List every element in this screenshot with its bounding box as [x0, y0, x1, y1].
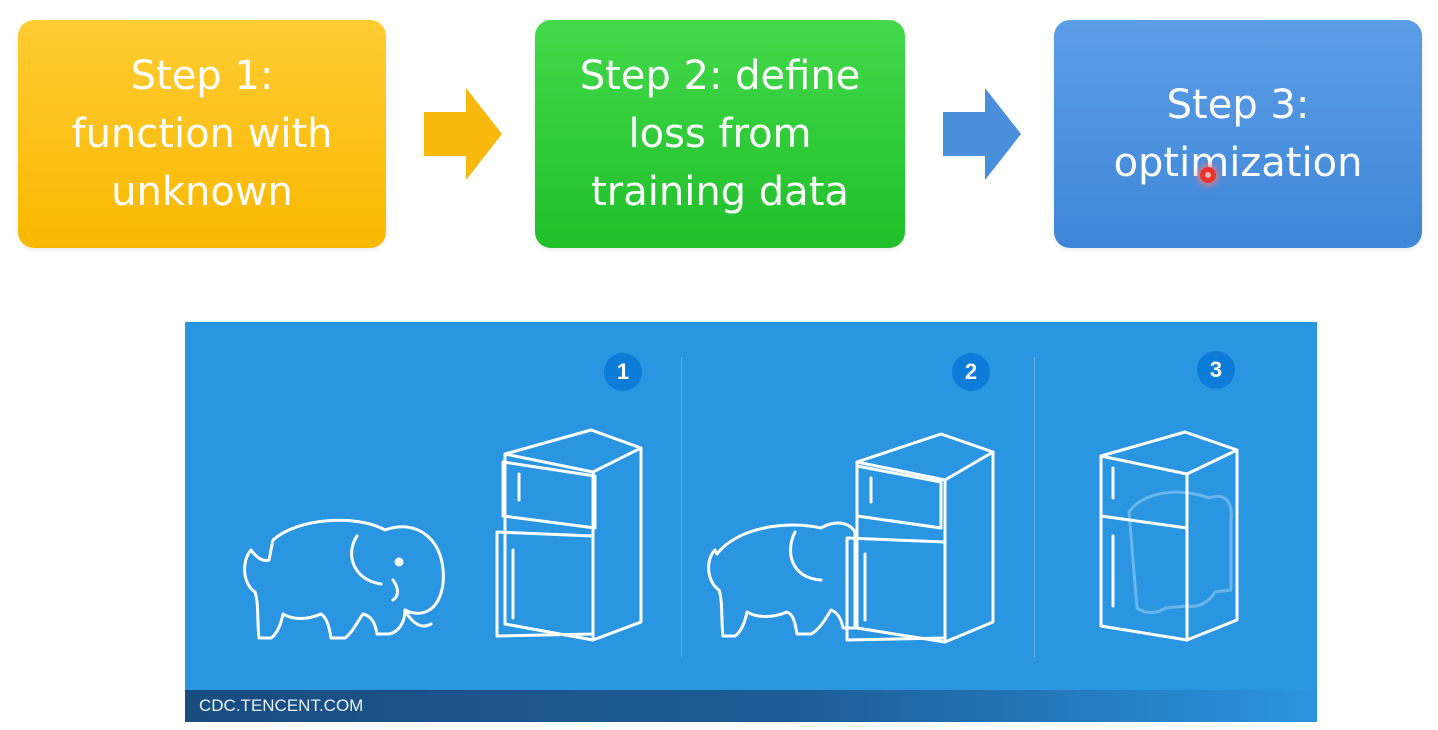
arrow-right-icon — [943, 88, 1021, 180]
fridge-icon — [845, 432, 995, 644]
step-3-label: Step 3: optimization — [1113, 82, 1363, 186]
panel-divider — [1034, 357, 1035, 657]
badge-1: 1 — [604, 353, 642, 391]
arrow-right-icon — [424, 88, 502, 180]
elephant-icon — [243, 518, 445, 640]
badge-3: 3 — [1197, 351, 1235, 389]
step-3-box: Step 3: optimization — [1054, 20, 1422, 248]
footer-bar: CDC.TENCENT.COM — [185, 690, 1317, 722]
step-1-box: Step 1: function with unknown — [18, 20, 386, 248]
step-2-label: Step 2: define loss from training data — [579, 53, 861, 215]
elephant-icon — [707, 521, 857, 638]
step-1-label: Step 1: function with unknown — [71, 53, 333, 215]
badge-2: 2 — [952, 353, 990, 391]
fridge-icon — [1099, 430, 1239, 642]
panel-divider — [681, 357, 682, 657]
fridge-icon — [495, 428, 643, 642]
elephant-fridge-illustration: 1 2 3 — [185, 322, 1317, 722]
step-2-box: Step 2: define loss from training data — [535, 20, 905, 248]
source-label: CDC.TENCENT.COM — [199, 696, 364, 715]
pointer-cursor-icon — [1200, 167, 1216, 183]
